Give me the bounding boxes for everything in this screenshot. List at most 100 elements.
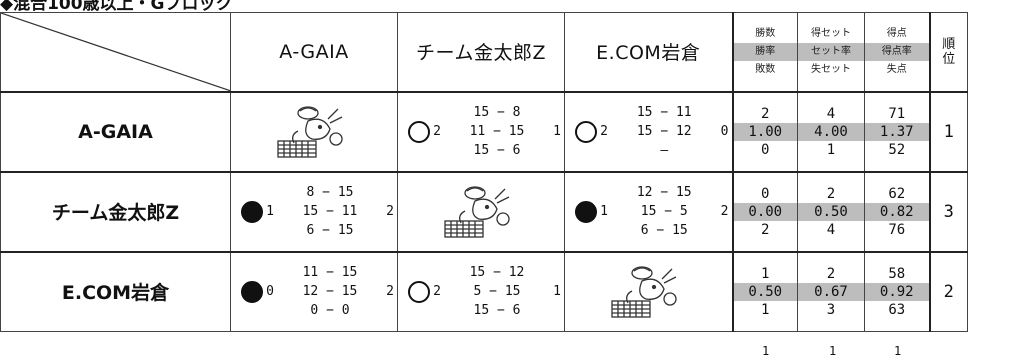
set-score: 6 − 15 — [306, 223, 354, 239]
loss-dot-icon — [241, 200, 263, 223]
stat-points: 62 0.82 76 — [864, 170, 930, 253]
column-header-team: チーム金太郎Z — [397, 11, 565, 93]
sets-won: 1 — [600, 204, 608, 220]
rank-value: 1 — [928, 90, 968, 173]
row-header-team: A-GAIA — [0, 90, 231, 173]
stat-value: 76 — [888, 221, 906, 238]
stat-ratio: 0.67 — [798, 282, 864, 301]
stat-value: 2 — [761, 221, 770, 238]
set-score: 8 − 15 — [306, 185, 354, 201]
stat-ratio: 0.00 — [733, 202, 797, 221]
diagonal-line — [1, 13, 230, 91]
stat-value: 4 — [826, 105, 836, 122]
stat-sets: 2 0.67 3 — [797, 250, 865, 332]
column-header-team: E.COM岩倉 — [564, 11, 733, 93]
stat-value: 52 — [888, 141, 906, 158]
sets-lost: 2 — [720, 204, 729, 220]
corner-diagonal-cell — [0, 11, 231, 93]
stat-value: 2 — [826, 265, 836, 282]
stat-header-points: 得点 得点率 失点 — [864, 11, 930, 93]
set-score: 15 − 8 — [473, 105, 521, 121]
stat-wins: 2 1.00 0 — [731, 90, 798, 173]
set-score: 12 − 15 — [302, 284, 358, 300]
rank-value: 2 — [928, 250, 968, 332]
stat-value: 1 — [761, 301, 770, 318]
match-result-cell: 2 15 − 12 5 − 15 15 − 6 1 — [397, 250, 565, 332]
win-circle-icon — [575, 120, 597, 143]
team-row: E.COM岩倉 0 11 − 15 12 − 15 0 − 0 2 — [0, 250, 968, 332]
self-match-cell — [397, 170, 565, 253]
volleyball-mascot-icon — [611, 266, 677, 318]
match-result-cell: 2 15 − 11 15 − 12 — 0 — [564, 90, 733, 173]
sets-won: 2 — [600, 124, 608, 140]
stat-value: 62 — [888, 185, 906, 202]
row-header-team: E.COM岩倉 — [0, 250, 231, 332]
sets-lost: 1 — [553, 124, 561, 140]
set-score: 15 − 11 — [302, 204, 358, 220]
team-row: A-GAIA 2 15 − 8 11 − 15 15 − 6 — [0, 90, 968, 173]
set-score: 15 − 6 — [473, 143, 521, 159]
stat-ratio: 1.37 — [865, 122, 929, 141]
standings-table: A-GAIA チーム金太郎Z E.COM岩倉 勝数 勝率 敗数 得セット セット… — [0, 11, 968, 332]
win-circle-icon — [408, 280, 430, 303]
footer-partial-value: 1 — [894, 344, 902, 358]
stat-value: 3 — [826, 301, 836, 318]
stat-wins: 1 0.50 1 — [731, 250, 798, 332]
set-score: 5 − 15 — [473, 284, 521, 300]
sets-lost: 0 — [720, 124, 729, 140]
set-score: 11 − 15 — [302, 265, 358, 281]
team-row: チーム金太郎Z 1 8 − 15 15 − 11 6 − 15 2 — [0, 170, 968, 253]
stat-ratio: 0.82 — [865, 202, 929, 221]
sets-won: 1 — [266, 204, 274, 220]
match-result-cell: 0 11 − 15 12 − 15 0 − 0 2 — [230, 250, 398, 332]
self-match-cell — [564, 250, 733, 332]
rank-value: 3 — [928, 170, 968, 253]
stat-ratio: 1.00 — [733, 122, 797, 141]
stat-ratio: 0.92 — [865, 282, 929, 301]
set-score: — — [660, 143, 669, 159]
sets-lost: 1 — [553, 284, 561, 300]
stat-value: 0 — [761, 185, 770, 202]
stat-value: 4 — [826, 221, 836, 238]
self-match-cell — [230, 90, 398, 173]
stat-value: 1 — [826, 141, 836, 158]
column-header-team: A-GAIA — [230, 11, 398, 93]
stat-wins: 0 0.00 2 — [731, 170, 798, 253]
set-score: 15 − 12 — [636, 124, 692, 140]
stat-value: 2 — [826, 185, 836, 202]
row-header-team: チーム金太郎Z — [0, 170, 231, 253]
stat-value: 1 — [761, 265, 770, 282]
set-score: 6 − 15 — [640, 223, 688, 239]
page-title: ◆混合100歳以上・Gブロック — [0, 0, 233, 14]
stat-value: 58 — [888, 265, 906, 282]
sets-won: 2 — [433, 284, 441, 300]
sets-won: 2 — [433, 124, 441, 140]
win-circle-icon — [408, 120, 430, 143]
loss-dot-icon — [575, 200, 597, 223]
stat-points: 58 0.92 63 — [864, 250, 930, 332]
set-score: 0 − 0 — [310, 303, 350, 319]
stat-value: 2 — [761, 105, 770, 122]
set-score: 15 − 12 — [469, 265, 525, 281]
match-result-cell: 1 12 − 15 15 − 5 6 − 15 2 — [564, 170, 733, 253]
footer-partial-value: 1 — [762, 344, 770, 358]
stat-header-sets: 得セット セット率 失セット — [797, 11, 865, 93]
set-score: 15 − 11 — [636, 105, 692, 121]
rank-header: 順位 — [928, 11, 968, 93]
set-score: 15 − 5 — [640, 204, 688, 220]
stat-ratio: 4.00 — [798, 122, 864, 141]
set-score: 15 − 6 — [473, 303, 521, 319]
stat-value: 71 — [888, 105, 906, 122]
stat-ratio: 0.50 — [733, 282, 797, 301]
stat-points: 71 1.37 52 — [864, 90, 930, 173]
sets-lost: 2 — [386, 284, 394, 300]
volleyball-mascot-icon — [444, 186, 510, 238]
set-score: 11 − 15 — [469, 124, 525, 140]
stat-ratio: 0.50 — [798, 202, 864, 221]
match-result-cell: 1 8 − 15 15 − 11 6 − 15 2 — [230, 170, 398, 253]
stat-sets: 2 0.50 4 — [797, 170, 865, 253]
stat-value: 63 — [888, 301, 906, 318]
stat-value: 0 — [761, 141, 770, 158]
footer-partial-value: 1 — [829, 344, 837, 358]
stat-sets: 4 4.00 1 — [797, 90, 865, 173]
